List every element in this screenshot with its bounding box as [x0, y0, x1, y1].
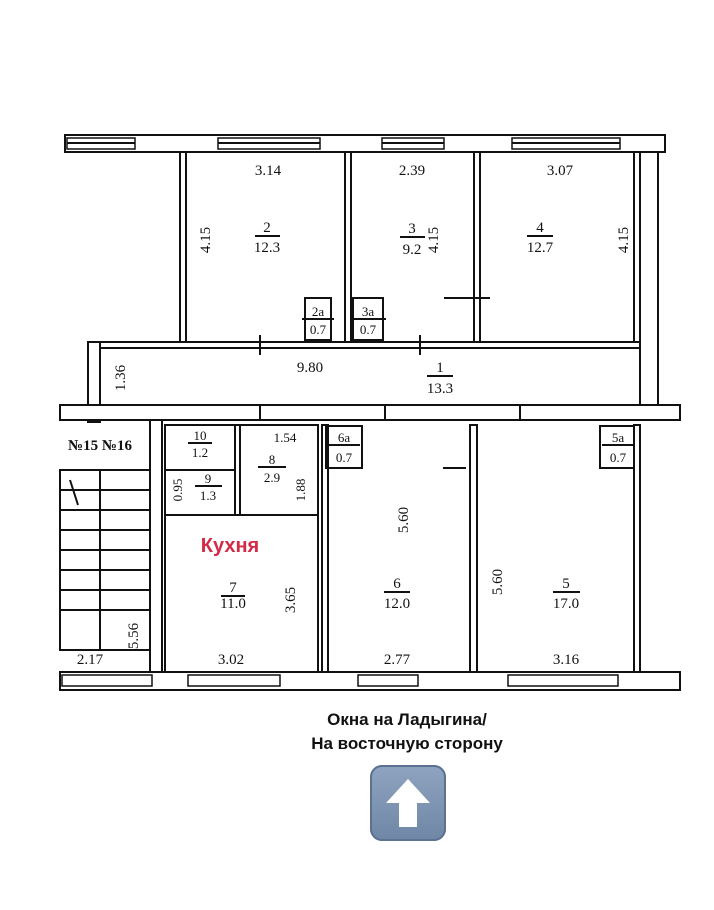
dim-label: 3.65 [283, 587, 299, 613]
svg-text:6a: 6a [338, 430, 351, 445]
room-2a: 2a0.7 [302, 304, 334, 337]
caption-line-1: Окна на Ладыгина/ [327, 710, 487, 729]
kitchen-label: Кухня [201, 535, 259, 557]
wall [179, 151, 187, 343]
svg-text:12.7: 12.7 [527, 240, 554, 256]
watermark-logo: ⌂ ONREALT [490, 22, 655, 52]
room-4: 412.7 [527, 220, 554, 256]
dim-label: 1.36 [113, 364, 129, 391]
svg-text:3: 3 [408, 221, 416, 237]
svg-text:11.0: 11.0 [220, 596, 246, 612]
dim-label: 4.15 [426, 227, 442, 253]
dim-label: 5.60 [490, 569, 506, 595]
room-10: 101.2 [188, 428, 212, 460]
top-windows [66, 137, 621, 150]
room-1: 113.3 [427, 360, 453, 397]
dim-label: 1.54 [274, 430, 297, 445]
svg-text:8: 8 [269, 452, 276, 467]
dim-label: 4.15 [616, 227, 632, 253]
svg-text:0.7: 0.7 [310, 322, 327, 337]
svg-text:9.2: 9.2 [403, 242, 422, 258]
dim-label: 3.07 [547, 163, 574, 179]
room-5: 517.0 [553, 576, 580, 612]
dim-label: 3.16 [553, 652, 580, 668]
dim-label: 9.80 [297, 360, 323, 376]
dim-label: 1.88 [293, 479, 308, 502]
room-3: 39.2 [400, 221, 425, 258]
svg-text:5a: 5a [612, 430, 625, 445]
svg-text:0.7: 0.7 [336, 450, 353, 465]
right-wall [639, 151, 659, 411]
svg-text:2a: 2a [312, 304, 325, 319]
svg-text:7: 7 [229, 580, 237, 596]
room-7: 711.0 [220, 580, 246, 612]
svg-text:2: 2 [263, 220, 271, 236]
svg-text:0.7: 0.7 [610, 450, 627, 465]
dim-label: 0.95 [170, 479, 185, 502]
svg-text:1.2: 1.2 [192, 445, 208, 460]
room-9: 91.3 [195, 471, 222, 503]
up-arrow-icon [370, 765, 446, 841]
svg-text:0.7: 0.7 [360, 322, 377, 337]
room-6a: 6a0.7 [328, 430, 360, 465]
svg-text:1.3: 1.3 [200, 488, 216, 503]
room-6: 612.0 [384, 576, 410, 612]
corridor-wall [99, 341, 641, 349]
dim-label: 2.39 [399, 163, 425, 179]
svg-text:2.9: 2.9 [264, 470, 280, 485]
caption-line-2: На восточную сторону [311, 734, 503, 753]
dim-label: 2.77 [384, 652, 411, 668]
svg-text:10: 10 [194, 428, 207, 443]
svg-text:12.0: 12.0 [384, 596, 410, 612]
apartment-numbers: №15 №16 [68, 438, 132, 454]
svg-text:6: 6 [393, 576, 401, 592]
room-8: 82.9 [258, 452, 286, 485]
room-3a: 3a0.7 [352, 304, 386, 337]
dim-label: 3.14 [255, 163, 282, 179]
room-2: 212.3 [254, 220, 280, 256]
svg-text:17.0: 17.0 [553, 596, 579, 612]
staircase [59, 469, 153, 651]
dim-label: 3.02 [218, 652, 244, 668]
svg-text:13.3: 13.3 [427, 381, 453, 397]
svg-text:5: 5 [562, 576, 570, 592]
dim-label: 2.17 [77, 652, 104, 668]
svg-text:3a: 3a [362, 304, 375, 319]
bottom-windows [61, 674, 619, 687]
dim-label: 4.15 [198, 227, 214, 253]
svg-text:9: 9 [205, 471, 212, 486]
dim-label: 5.60 [396, 507, 412, 533]
wall [344, 151, 352, 343]
wall [473, 151, 481, 343]
room-5a: 5a0.7 [602, 430, 634, 465]
svg-text:1: 1 [436, 360, 444, 376]
dim-label: 5.56 [126, 622, 142, 649]
svg-text:12.3: 12.3 [254, 240, 280, 256]
svg-text:4: 4 [536, 220, 544, 236]
middle-wall [59, 404, 681, 421]
